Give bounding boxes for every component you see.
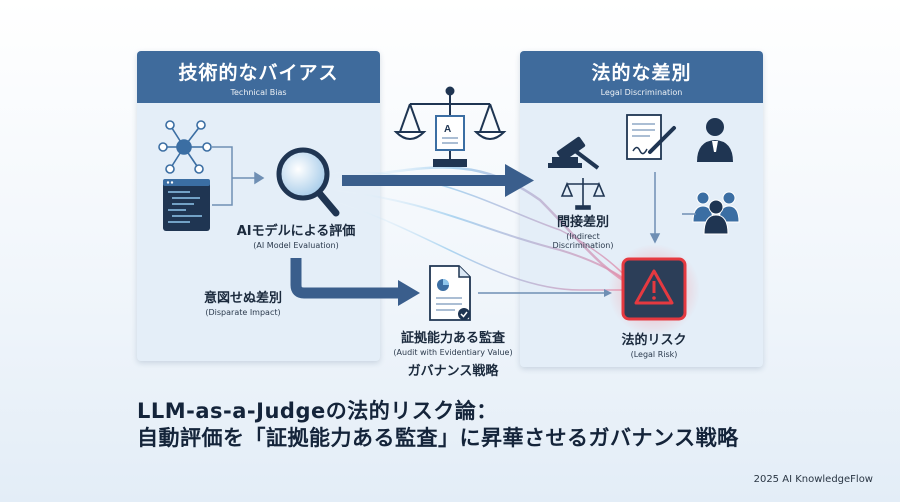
indirect-discrimination-jp: 間接差別 xyxy=(556,215,609,230)
businessman-icon xyxy=(697,118,733,162)
gavel-icon xyxy=(548,136,600,170)
contract-signing-icon xyxy=(626,114,676,160)
audit-jp: 証拠能力ある監査 xyxy=(400,331,505,346)
connector-lines xyxy=(212,146,265,206)
legal-discrimination-subtitle: Legal Discrimination xyxy=(600,87,683,97)
arrow-audit-to-risk xyxy=(478,289,612,297)
main-title-line1: LLM-as-a-Judgeの法的リスク論： xyxy=(137,399,498,423)
ai-model-evaluation-en: (AI Model Evaluation) xyxy=(253,241,339,250)
network-icon xyxy=(158,120,212,174)
scales-of-justice-icon: A xyxy=(393,86,507,167)
technical-bias-subtitle: Technical Bias xyxy=(230,87,287,97)
indirect-discrimination-en2: Discrimination) xyxy=(552,241,614,250)
disparate-impact-jp: 意図せぬ差別 xyxy=(203,291,282,306)
technical-bias-header: 技術的なバイアス Technical Bias xyxy=(137,51,380,103)
disparate-impact-label: 意図せぬ差別 (Disparate Impact) xyxy=(188,287,298,317)
disparate-impact-en: (Disparate Impact) xyxy=(205,308,281,317)
governance-strategy-jp: ガバナンス戦略 xyxy=(407,364,499,379)
magnifier-icon xyxy=(276,147,340,217)
legal-connector-lines xyxy=(649,172,696,244)
legal-discrimination-title: 法的な差別 xyxy=(591,61,692,84)
main-title-line2: 自動評価を「証拠能力ある監査」に昇華させるガバナンス戦略 xyxy=(137,426,739,450)
legal-discrimination-header: 法的な差別 Legal Discrimination xyxy=(520,51,763,103)
indirect-discrimination-label: 間接差別 (Indirect Discrimination) xyxy=(540,211,626,250)
technical-bias-title: 技術的なバイアス xyxy=(178,61,339,84)
credit-text: 2025 AI KnowledgeFlow xyxy=(753,474,873,485)
legal-risk-en: (Legal Risk) xyxy=(630,350,678,359)
people-group-icon xyxy=(692,191,740,235)
arrow-bias-to-legal xyxy=(342,164,534,197)
small-scale-icon xyxy=(560,178,606,210)
audit-en: (Audit with Evidentiary Value) xyxy=(393,348,513,357)
code-window-icon xyxy=(163,179,210,231)
audit-label: 証拠能力ある監査 (Audit with Evidentiary Value) … xyxy=(383,327,523,379)
arrow-model-to-audit xyxy=(290,258,420,306)
svg-text:A: A xyxy=(444,124,451,135)
legal-risk-warning-icon xyxy=(608,244,700,336)
legal-risk-label: 法的リスク (Legal Risk) xyxy=(614,329,694,359)
indirect-discrimination-en1: (Indirect xyxy=(566,232,600,241)
legal-risk-jp: 法的リスク xyxy=(621,333,687,348)
ai-model-evaluation-label: AIモデルによる評価 (AI Model Evaluation) xyxy=(236,220,356,250)
audit-document-icon xyxy=(429,265,471,321)
ai-model-evaluation-jp: AIモデルによる評価 xyxy=(236,224,356,239)
